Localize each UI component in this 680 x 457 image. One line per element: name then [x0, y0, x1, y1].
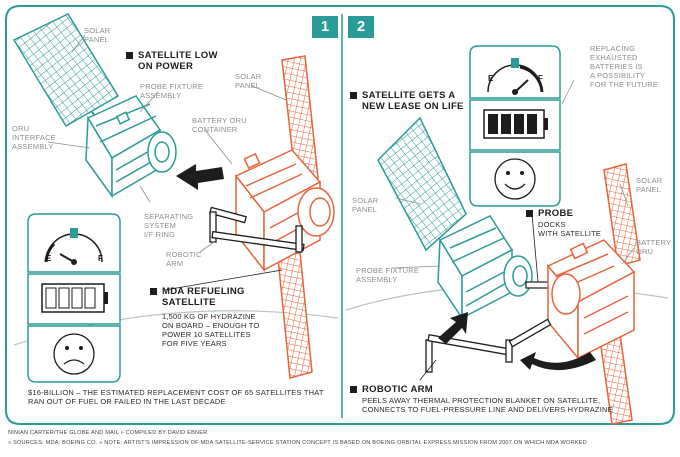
frame: [5, 5, 675, 425]
heading-probe: PROBE: [526, 208, 573, 219]
gauge-full-1: F: [98, 254, 104, 263]
orange-satellite-1: [234, 149, 335, 273]
label-solar-panel-1: SOLAR PANEL: [84, 26, 111, 44]
leader-lines-1: [47, 34, 287, 291]
fuel-gauge-card-2: [469, 45, 561, 99]
label-battery-oru-2: BATTERY ORU: [636, 238, 672, 256]
step-badge-1: 1: [312, 16, 338, 38]
gauge-full-2: F: [538, 74, 544, 83]
teal-satellite-1: [85, 95, 177, 199]
arm-arrow-curve: [520, 352, 596, 371]
label-probe-fixture-1: PROBE FIXTURE ASSEMBLY: [140, 82, 204, 100]
orange-satellite-2: [546, 239, 636, 361]
gauge-empty-2: E: [488, 74, 494, 83]
credit-line-2: » SOURCES: MDA; BOEING CO. » NOTE: ARTIS…: [8, 440, 587, 446]
approach-arrow-1: [176, 164, 224, 190]
battery-card-2: [469, 99, 561, 151]
orange-solar-panel-top-2: [603, 163, 641, 267]
label-solar-panel-2b: SOLAR PANEL: [636, 176, 663, 194]
label-solar-panel-2a: SOLAR PANEL: [352, 196, 379, 214]
mda-fuel-note: 1,500 KG OF HYDRAZINE ON BOARD – ENOUGH …: [162, 312, 260, 348]
replacing-batteries-note: REPLACING EXHAUSTED BATTERIES IS A POSSI…: [590, 44, 659, 89]
robotic-arm-note: PEELS AWAY THERMAL PROTECTION BLANKET ON…: [362, 396, 613, 414]
label-oru-interface: ORU INTERFACE ASSEMBLY: [12, 124, 56, 151]
gauge-empty-1: E: [46, 254, 52, 263]
label-robotic-arm-1: ROBOTIC ARM: [166, 250, 202, 268]
label-separating-system: SEPARATING SYSTEM I/F RING: [144, 212, 194, 239]
cost-note: $16-BILLION – THE ESTIMATED REPLACEMENT …: [28, 388, 324, 406]
fuel-gauge-card-1: [27, 213, 121, 273]
credit-line-1: NINIAN CARTER/THE GLOBE AND MAIL » COMPI…: [8, 430, 208, 436]
step-badge-2: 2: [348, 16, 374, 38]
heading-satellite-low: SATELLITE LOW ON POWER: [126, 50, 218, 72]
heading-new-lease: SATELLITE GETS A NEW LEASE ON LIFE: [350, 90, 464, 112]
sad-face-card-1: [27, 325, 121, 383]
label-solar-panel-1b: SOLAR PANEL: [235, 72, 262, 90]
arm-arrow-up: [438, 312, 468, 344]
happy-face-card-2: [469, 151, 561, 207]
leader-lines-2: [391, 79, 635, 381]
robotic-arm-1: [209, 206, 305, 253]
orange-solar-panel-bottom-1: [277, 251, 313, 379]
probe-note: DOCKS WITH SATELLITE: [538, 220, 602, 238]
label-battery-oru-container: BATTERY ORU CONTAINER: [192, 116, 247, 134]
label-probe-fixture-2: PROBE FIXTURE ASSEMBLY: [356, 266, 420, 284]
heading-mda-refueling: MDA REFUELING SATELLITE: [150, 286, 245, 308]
battery-card-1: [27, 273, 121, 325]
teal-satellite-2: [437, 215, 533, 321]
orange-solar-panel-top-1: [281, 55, 319, 185]
teal-solar-panel-2: [377, 116, 467, 252]
heading-robotic-arm-2: ROBOTIC ARM: [350, 384, 433, 395]
